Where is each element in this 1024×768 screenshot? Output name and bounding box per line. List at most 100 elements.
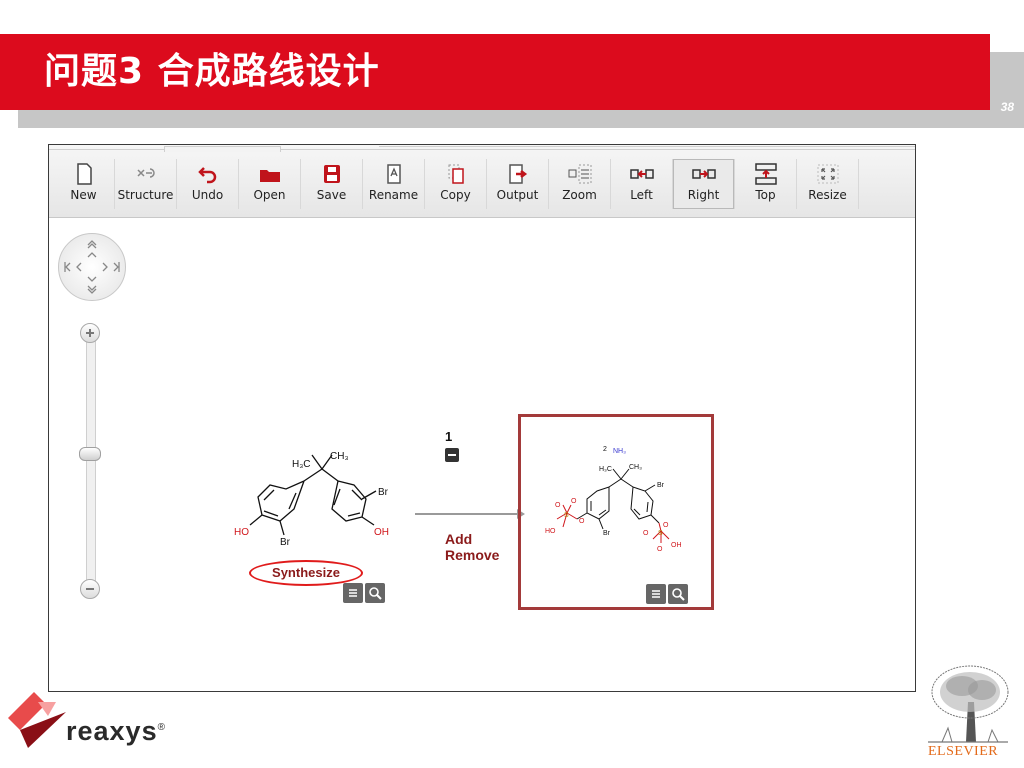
product-structure: 2 H₃C CH₃ Br Br NH₃ O O O O O O HO OH S: [545, 446, 682, 553]
product-o3-label: O: [579, 518, 585, 525]
output-button-label: Output: [496, 188, 539, 202]
product-o6-label: O: [657, 546, 663, 553]
product-box[interactable]: 2 H₃C CH₃ Br Br NH₃ O O O O O O HO OH S: [518, 414, 714, 610]
zoom-button-label: Zoom: [562, 188, 597, 202]
new-button-label: New: [70, 188, 97, 202]
open-button[interactable]: Open: [239, 159, 301, 209]
zoom-slider[interactable]: [79, 323, 101, 599]
reaxys-registered-mark: ®: [157, 722, 166, 733]
reactant-zoom-button[interactable]: [365, 583, 385, 603]
pan-left-end-icon[interactable]: [64, 262, 71, 272]
new-document-icon: [76, 163, 92, 185]
reactant-h3c-label: H₃C: [292, 459, 311, 470]
tab-strip-tab-second[interactable]: [379, 146, 915, 152]
resize-button-label: Resize: [808, 188, 847, 202]
remove-link[interactable]: Remove: [445, 547, 500, 563]
right-button[interactable]: Right: [673, 159, 735, 209]
zoom-rail[interactable]: [86, 333, 96, 591]
plus-icon: [86, 329, 94, 337]
product-tools: [646, 584, 688, 604]
product-o1-label: O: [555, 502, 561, 509]
step-collapse-button[interactable]: [445, 448, 459, 462]
zoom-button[interactable]: Zoom: [549, 159, 611, 209]
toolbar: New Structure Undo Open Save Rename: [49, 145, 915, 218]
minus-icon: [86, 588, 94, 590]
product-details-button[interactable]: [646, 584, 666, 604]
pan-control[interactable]: [58, 233, 126, 301]
structure-button[interactable]: Structure: [115, 159, 177, 209]
copy-button[interactable]: Copy: [425, 159, 487, 209]
zoom-thumb[interactable]: [79, 447, 101, 461]
align-right-icon: [691, 169, 716, 179]
top-button-label: Top: [755, 188, 776, 202]
product-br-right-label: Br: [657, 482, 665, 489]
right-button-label: Right: [687, 188, 720, 202]
product-oh-label: OH: [671, 542, 682, 549]
pan-up-icon[interactable]: [87, 252, 97, 258]
list-icon: [349, 589, 357, 597]
add-link[interactable]: Add: [445, 531, 473, 547]
pan-down-icon[interactable]: [87, 276, 97, 282]
elsevier-tree-logo-icon: [928, 665, 1009, 743]
reaxys-wordmark-text: reaxys: [66, 716, 158, 746]
product-s1-label: S: [564, 512, 569, 519]
product-br-left-label: Br: [603, 530, 611, 537]
pan-right-end-icon[interactable]: [113, 262, 120, 272]
list-icon: [652, 590, 660, 598]
new-button[interactable]: New: [53, 159, 115, 209]
structure-icon: [136, 168, 155, 178]
reactant-tools: [343, 583, 385, 603]
reaxys-synthesis-window: New Structure Undo Open Save Rename: [48, 144, 916, 692]
save-button[interactable]: Save: [301, 159, 363, 209]
folder-icon: [259, 170, 280, 182]
top-button[interactable]: Top: [735, 159, 797, 209]
product-o2-label: O: [571, 498, 577, 505]
reaxys-wordmark: reaxys®: [66, 716, 166, 747]
zoom-out-button[interactable]: [80, 579, 100, 599]
reaction-arrow: [415, 509, 525, 519]
pan-arrows-icon: [64, 240, 120, 294]
floppy-icon: [323, 165, 340, 183]
resize-icon: [817, 164, 838, 184]
copy-icon: [448, 164, 464, 184]
product-ch3-label: CH₃: [629, 464, 642, 471]
reactant-oh-label: OH: [374, 527, 389, 538]
synthesize-link[interactable]: Synthesize: [249, 560, 363, 586]
undo-button[interactable]: Undo: [177, 159, 239, 209]
product-h3c-label: H₃C: [599, 466, 612, 473]
align-top-icon: [754, 163, 777, 185]
header-bar: [0, 34, 990, 110]
left-button[interactable]: Left: [611, 159, 673, 209]
pan-down-fast-icon[interactable]: [87, 285, 97, 294]
pan-up-fast-icon[interactable]: [87, 240, 97, 249]
output-icon: [508, 164, 527, 184]
slide-page-number: 38: [1000, 100, 1014, 114]
product-o5-label: O: [663, 522, 669, 529]
rename-icon: [386, 164, 401, 184]
pan-left-icon[interactable]: [76, 262, 82, 272]
product-zoom-button[interactable]: [668, 584, 688, 604]
resize-button[interactable]: Resize: [797, 159, 859, 209]
tab-strip-line: [49, 149, 915, 150]
reactant-structure[interactable]: H₃C CH₃ Br Br HO OH: [234, 445, 404, 557]
undo-button-label: Undo: [191, 188, 224, 202]
elsevier-wordmark: ELSEVIER: [928, 744, 999, 759]
save-button-label: Save: [316, 188, 347, 202]
reactant-br-top-label: Br: [378, 487, 389, 498]
reactant-br-bottom-label: Br: [280, 537, 291, 548]
product-nh3-label: NH₃: [613, 448, 626, 455]
align-left-icon: [629, 169, 654, 179]
step-number: 1: [445, 429, 453, 444]
product-o4-label: O: [643, 530, 649, 537]
zoom-in-button[interactable]: [80, 323, 100, 343]
tab-strip-tab[interactable]: [164, 146, 281, 152]
pan-right-icon[interactable]: [102, 262, 108, 272]
zoom-auto-icon: [568, 164, 591, 184]
left-button-label: Left: [630, 188, 653, 202]
rename-button[interactable]: Rename: [363, 159, 425, 209]
reactant-details-button[interactable]: [343, 583, 363, 603]
product-s2-label: S: [658, 530, 663, 537]
output-button[interactable]: Output: [487, 159, 549, 209]
copy-button-label: Copy: [440, 188, 471, 202]
magnifier-icon: [672, 588, 685, 601]
